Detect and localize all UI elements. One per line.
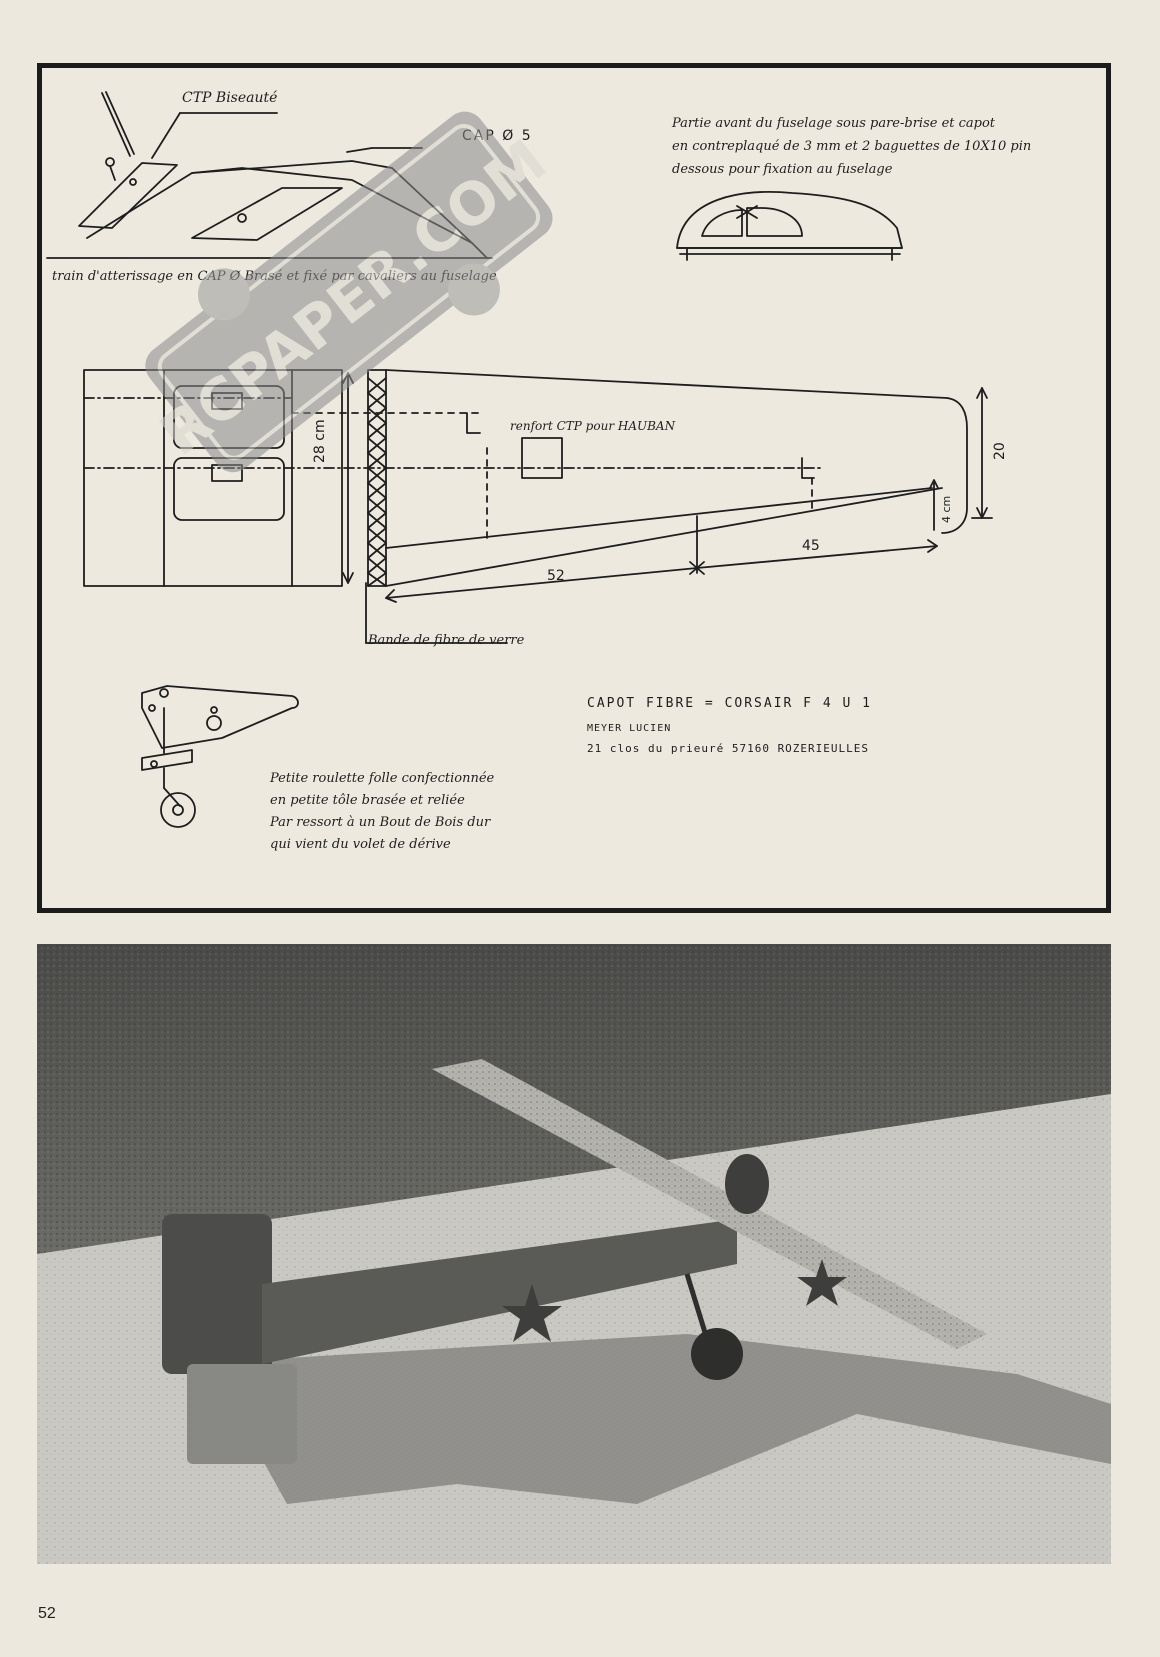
tailwheel-sketch bbox=[141, 685, 299, 828]
front-note-line-3: dessous pour fixation au fuselage bbox=[672, 162, 893, 177]
tailwheel-note-line-1: Petite roulette folle confectionnée bbox=[270, 771, 495, 786]
tailwheel-note-line-4: qui vient du volet de dérive bbox=[270, 837, 451, 852]
landing-gear-caption: train d'atterissage en CAP Ø Brasé et fi… bbox=[52, 269, 497, 284]
front-note-line-2: en contreplaqué de 3 mm et 2 baguettes d… bbox=[672, 139, 1032, 154]
dimension-20: 20 bbox=[992, 442, 1008, 460]
model-aircraft-photo bbox=[37, 944, 1111, 1564]
author-name: MEYER LUCIEN bbox=[587, 723, 672, 734]
landing-gear-sketch bbox=[46, 91, 493, 259]
tailwheel-note-line-3: Par ressort à un Bout de Bois dur bbox=[270, 815, 491, 830]
tailwheel-note-line-2: en petite tôle brasée et reliée bbox=[270, 793, 465, 808]
photo-illustration bbox=[37, 944, 1111, 1564]
front-fuselage-sketch bbox=[676, 190, 903, 261]
capot-line: CAPOT FIBRE = CORSAIR F 4 U 1 bbox=[587, 696, 872, 711]
renfort-label: renfort CTP pour HAUBAN bbox=[510, 419, 676, 433]
technical-drawing bbox=[46, 91, 993, 828]
front-note-line-1: Partie avant du fuselage sous pare-brise… bbox=[672, 116, 996, 131]
dimension-45: 45 bbox=[802, 538, 820, 554]
dimension-4: 4 cm bbox=[940, 495, 953, 523]
cap-label: CAP Ø 5 bbox=[462, 128, 533, 144]
fiber-band-label: Bande de fibre de verre bbox=[368, 633, 525, 648]
fuselage-side-view bbox=[83, 369, 993, 644]
technical-drawing-frame: CTP Biseauté CAP Ø 5 train d'atterissage… bbox=[37, 63, 1111, 913]
dimension-28: 28 cm bbox=[312, 419, 328, 463]
page-number: 52 bbox=[38, 1605, 56, 1622]
ctp-label: CTP Biseauté bbox=[182, 90, 278, 106]
dimension-52: 52 bbox=[547, 568, 565, 584]
author-address: 21 clos du prieuré 57160 ROZERIEULLES bbox=[587, 742, 870, 755]
